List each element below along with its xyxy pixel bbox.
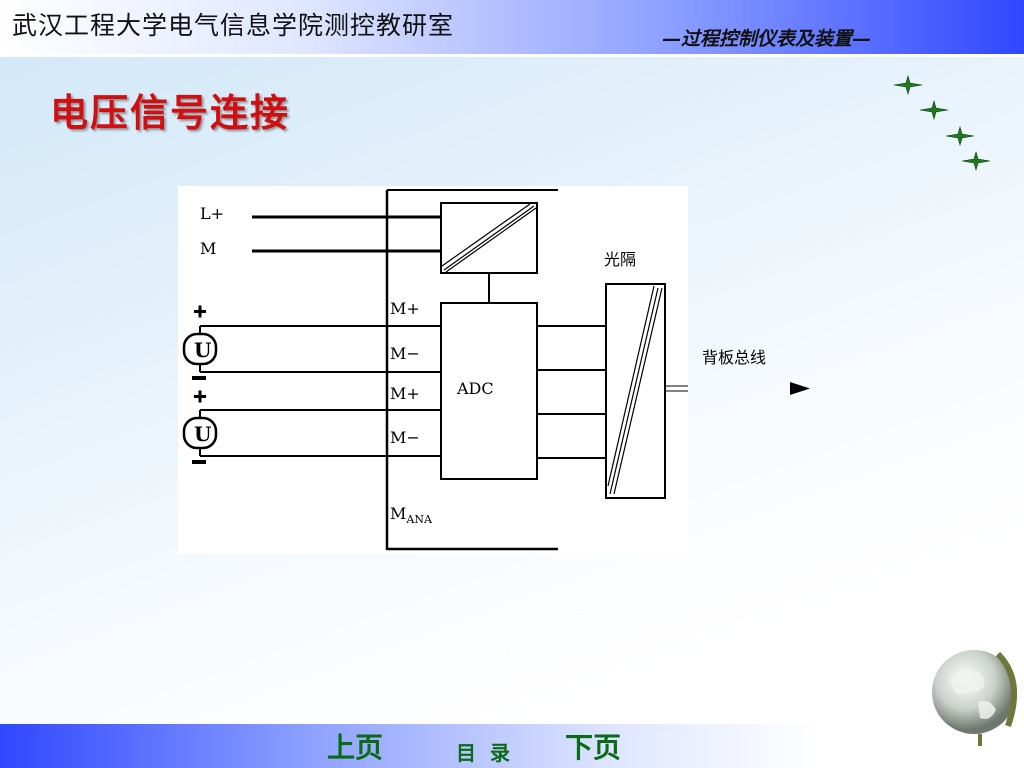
source-symbol-2: U — [194, 422, 212, 446]
plus-sign-icon — [194, 305, 206, 318]
course-name: —过程控制仪表及装置— — [662, 28, 872, 50]
label-m-minus-1: M− — [390, 344, 420, 363]
slide-title: 电压信号连接 — [50, 90, 291, 135]
decorative-stars — [893, 74, 991, 172]
label-m-ana: MANA — [390, 504, 432, 526]
label-l-plus: L+ — [200, 204, 225, 223]
converter-diagonal — [441, 203, 531, 267]
label-m-plus-2: M+ — [390, 384, 420, 403]
label-adc: ADC — [457, 379, 494, 398]
star-icon — [893, 74, 923, 96]
diagram-svg — [182, 189, 688, 551]
arrowhead-icon — [790, 382, 810, 395]
next-page-button[interactable]: 下页 — [565, 731, 622, 764]
table-of-contents-button[interactable]: 目录 — [456, 741, 524, 765]
plus-sign-icon — [194, 390, 206, 403]
label-m: M — [200, 239, 217, 258]
footer-bar — [0, 724, 1024, 768]
optocoupler-diagonal — [609, 287, 659, 495]
voltage-source-2 — [182, 390, 218, 464]
prev-page-button[interactable]: 上页 — [327, 731, 384, 764]
converter-diagonal — [445, 207, 537, 273]
minus-sign-icon — [192, 460, 206, 464]
department-name: 武汉工程大学电气信息学院测控教研室 — [12, 11, 455, 40]
converter-diagonal — [443, 205, 535, 271]
adc-block — [440, 302, 538, 480]
optocoupler-block — [605, 283, 666, 499]
label-optocoupler: 光隔 — [604, 250, 637, 269]
label-backplane-bus: 背板总线 — [702, 348, 767, 367]
label-m-ana-main: M — [390, 504, 407, 523]
label-m-ana-sub: ANA — [406, 513, 432, 527]
optocoupler-diagonal — [613, 287, 663, 495]
star-icon — [945, 125, 975, 147]
star-icon — [919, 99, 949, 121]
globe-icon — [932, 650, 1018, 746]
minus-sign-icon — [192, 376, 206, 380]
label-m-plus-1: M+ — [390, 299, 420, 318]
header-bar: 武汉工程大学电气信息学院测控教研室 —过程控制仪表及装置— — [0, 0, 1024, 57]
source-symbol-1: U — [194, 338, 212, 362]
voltage-source-1 — [182, 305, 218, 380]
voltage-connection-diagram: L+ M M+ M− M+ M− MANA ADC 光隔 背板总线 U U — [178, 186, 810, 554]
label-m-minus-2: M− — [390, 428, 420, 447]
star-icon — [961, 150, 991, 172]
optocoupler-diagonal — [607, 285, 655, 487]
